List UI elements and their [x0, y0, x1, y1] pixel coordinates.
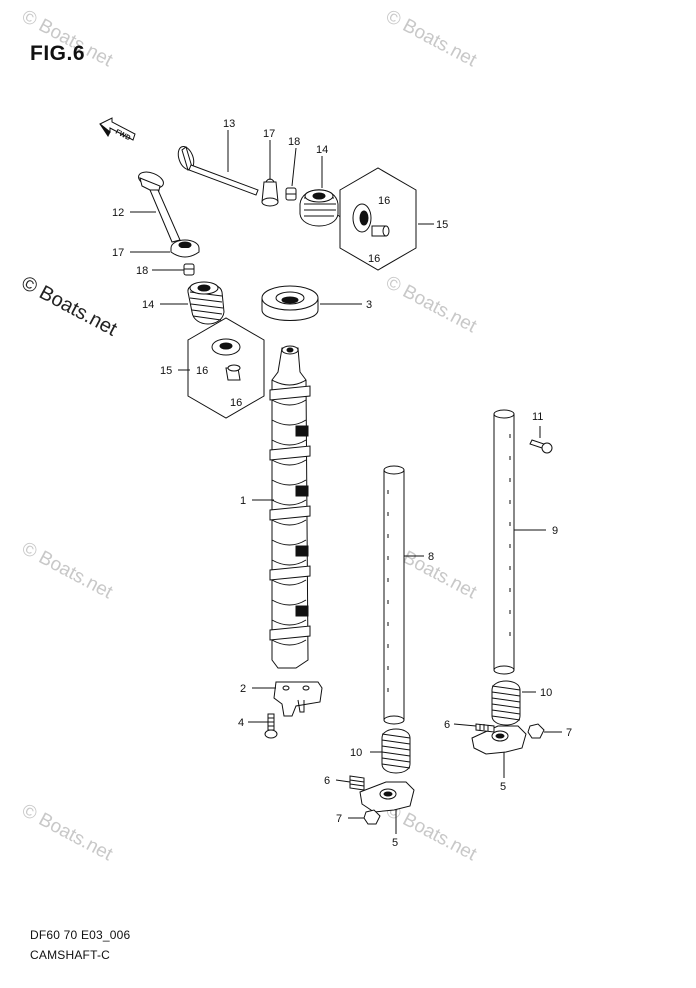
callout-9: 9	[552, 525, 558, 537]
valve-seal-kit-15-upper	[339, 167, 417, 271]
rocker-shaft-8	[383, 465, 405, 725]
callout-7: 7	[336, 813, 342, 825]
callout-6: 6	[444, 719, 450, 731]
callout-14: 14	[142, 299, 154, 311]
screw-11	[529, 439, 553, 454]
cotter-18-lower	[183, 263, 195, 276]
rocker-shaft-9	[493, 409, 515, 675]
adjust-screw-6-left	[349, 775, 365, 791]
drawing-code: DF60 70 E03_006	[30, 928, 131, 942]
callout-2: 2	[240, 683, 246, 695]
callout-16: 16	[368, 253, 380, 265]
callout-6: 6	[324, 775, 330, 787]
oil-seal-3	[261, 285, 319, 321]
adjust-screw-6-right	[475, 723, 495, 733]
rocker-arm-5-right	[471, 725, 527, 755]
callout-18: 18	[288, 136, 300, 148]
retainer-17-lower	[170, 239, 200, 258]
group-name: CAMSHAFT-C	[30, 948, 110, 962]
callout-7: 7	[566, 727, 572, 739]
callout-16: 16	[196, 365, 208, 377]
callout-15: 15	[160, 365, 172, 377]
callout-14: 14	[316, 144, 328, 156]
callout-1: 1	[240, 495, 246, 507]
callout-10: 10	[350, 747, 362, 759]
valve-13	[177, 145, 259, 196]
callout-4: 4	[238, 717, 244, 729]
callout-18: 18	[136, 265, 148, 277]
fwd-arrow-icon: FWD	[99, 117, 136, 142]
bolt-4	[264, 713, 278, 739]
retainer-17-upper	[261, 178, 279, 207]
callout-5: 5	[392, 837, 398, 849]
spring-14-upper	[299, 189, 343, 227]
callout-11: 11	[532, 411, 543, 423]
callout-5: 5	[500, 781, 506, 793]
callout-17: 17	[263, 128, 275, 140]
callout-12: 12	[112, 207, 124, 219]
callout-17: 17	[112, 247, 124, 259]
camshaft-1	[269, 345, 311, 669]
callout-10: 10	[540, 687, 552, 699]
callout-3: 3	[366, 299, 372, 311]
callout-labels: 13 17 18 14 15 16 16 12 17 18 14 3 15 16…	[112, 118, 572, 849]
valve-seal-kit-15-lower	[187, 317, 265, 419]
callout-16: 16	[378, 195, 390, 207]
callout-15: 15	[436, 219, 448, 231]
callout-16: 16	[230, 397, 242, 409]
callout-8: 8	[428, 551, 434, 563]
callout-13: 13	[223, 118, 235, 130]
cotter-18-upper	[285, 187, 297, 201]
plate-2	[273, 681, 323, 717]
figure-title: FIG.6	[30, 42, 86, 65]
valve-12	[138, 171, 181, 243]
leader-lines	[130, 130, 562, 834]
spring-10-right	[491, 680, 521, 726]
rocker-arm-5-left	[359, 781, 415, 813]
spring-10-left	[381, 728, 411, 774]
spring-14-lower	[187, 281, 225, 325]
nut-7-right	[527, 723, 545, 739]
